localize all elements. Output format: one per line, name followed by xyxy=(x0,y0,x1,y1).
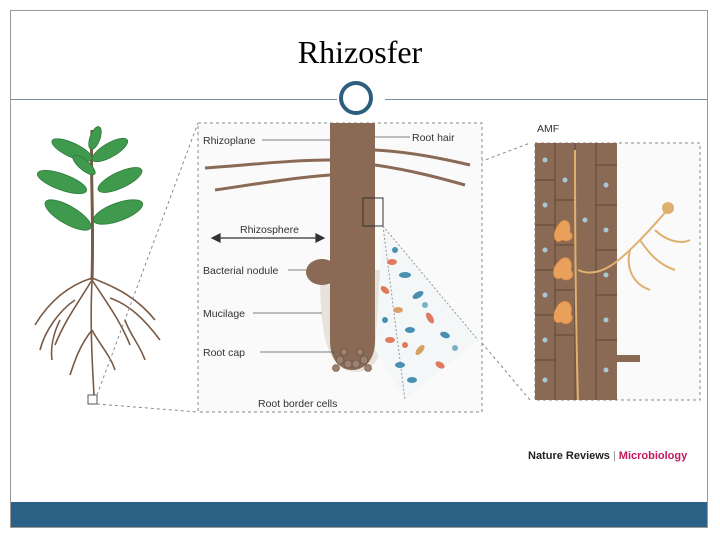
label-bacterial-nodule: Bacterial nodule xyxy=(203,265,278,277)
label-rhizosphere: Rhizosphere xyxy=(240,224,299,236)
microbes-cluster xyxy=(380,247,458,383)
label-root-cap: Root cap xyxy=(203,347,245,359)
credit-separator: | xyxy=(612,450,616,462)
label-amf: AMF xyxy=(537,123,559,135)
plant-illustration xyxy=(34,126,161,405)
slide-frame xyxy=(10,10,708,528)
title-rule-right xyxy=(385,99,708,100)
label-root-hair: Root hair xyxy=(412,132,455,144)
label-rhizoplane: Rhizoplane xyxy=(203,135,256,147)
figure-credit: Nature Reviews|Microbiology xyxy=(528,450,687,462)
ring-ornament xyxy=(339,81,373,115)
amf-detail-panel: AMF xyxy=(534,123,701,401)
root-detail-panel: Rhizoplane Root hair Rhizosphere Bacteri… xyxy=(197,122,483,413)
label-root-border-cells: Root border cells xyxy=(258,398,337,410)
credit-section: Microbiology xyxy=(618,450,688,462)
label-mucilage: Mucilage xyxy=(203,308,245,320)
footer-bar xyxy=(11,502,707,527)
credit-journal: Nature Reviews xyxy=(528,450,610,462)
slide-title: Rhizosfer xyxy=(297,34,423,70)
title-rule-left xyxy=(10,99,337,100)
